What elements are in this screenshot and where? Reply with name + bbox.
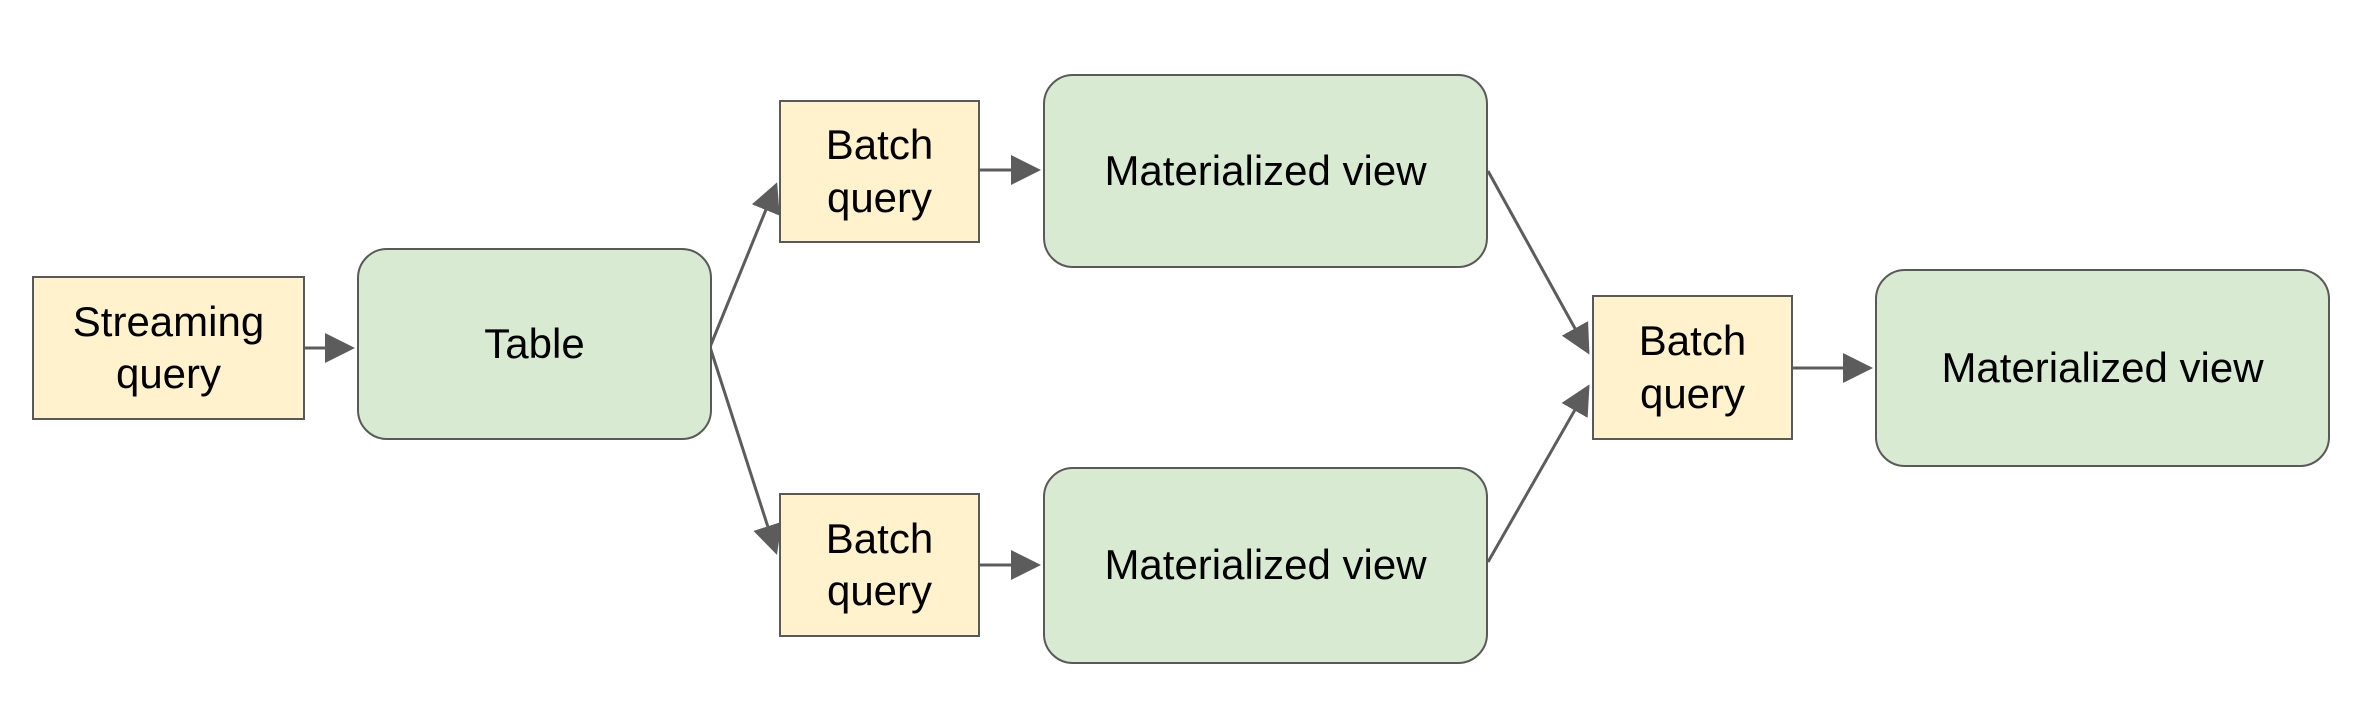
node-label: Batch query: [825, 514, 934, 614]
node-materialized-view-right: Materialized view: [1875, 269, 2330, 467]
edge-mv-bottom-to-batch-right: [1486, 384, 1590, 563]
node-batch-query-bottom: Batch query: [779, 493, 980, 637]
node-streaming-query: Streaming query: [32, 276, 305, 420]
edge-table-to-batch-bottom: [708, 346, 783, 555]
node-label: Materialized view: [1104, 541, 1427, 589]
edge-table-to-batch-top: [708, 182, 780, 348]
node-table: Table: [357, 248, 712, 440]
node-materialized-view-top: Materialized view: [1043, 74, 1488, 268]
node-label: Batch query: [1638, 317, 1747, 417]
edge-mv-top-to-batch-right: [1486, 170, 1590, 355]
node-label: Streaming query: [72, 297, 265, 397]
node-label: Materialized view: [1941, 343, 2264, 391]
node-batch-query-top: Batch query: [779, 100, 980, 243]
node-materialized-view-bottom: Materialized view: [1043, 467, 1488, 664]
node-label: Table: [484, 319, 585, 367]
node-label: Materialized view: [1104, 146, 1427, 194]
node-batch-query-right: Batch query: [1592, 295, 1793, 440]
node-label: Batch query: [825, 121, 934, 221]
